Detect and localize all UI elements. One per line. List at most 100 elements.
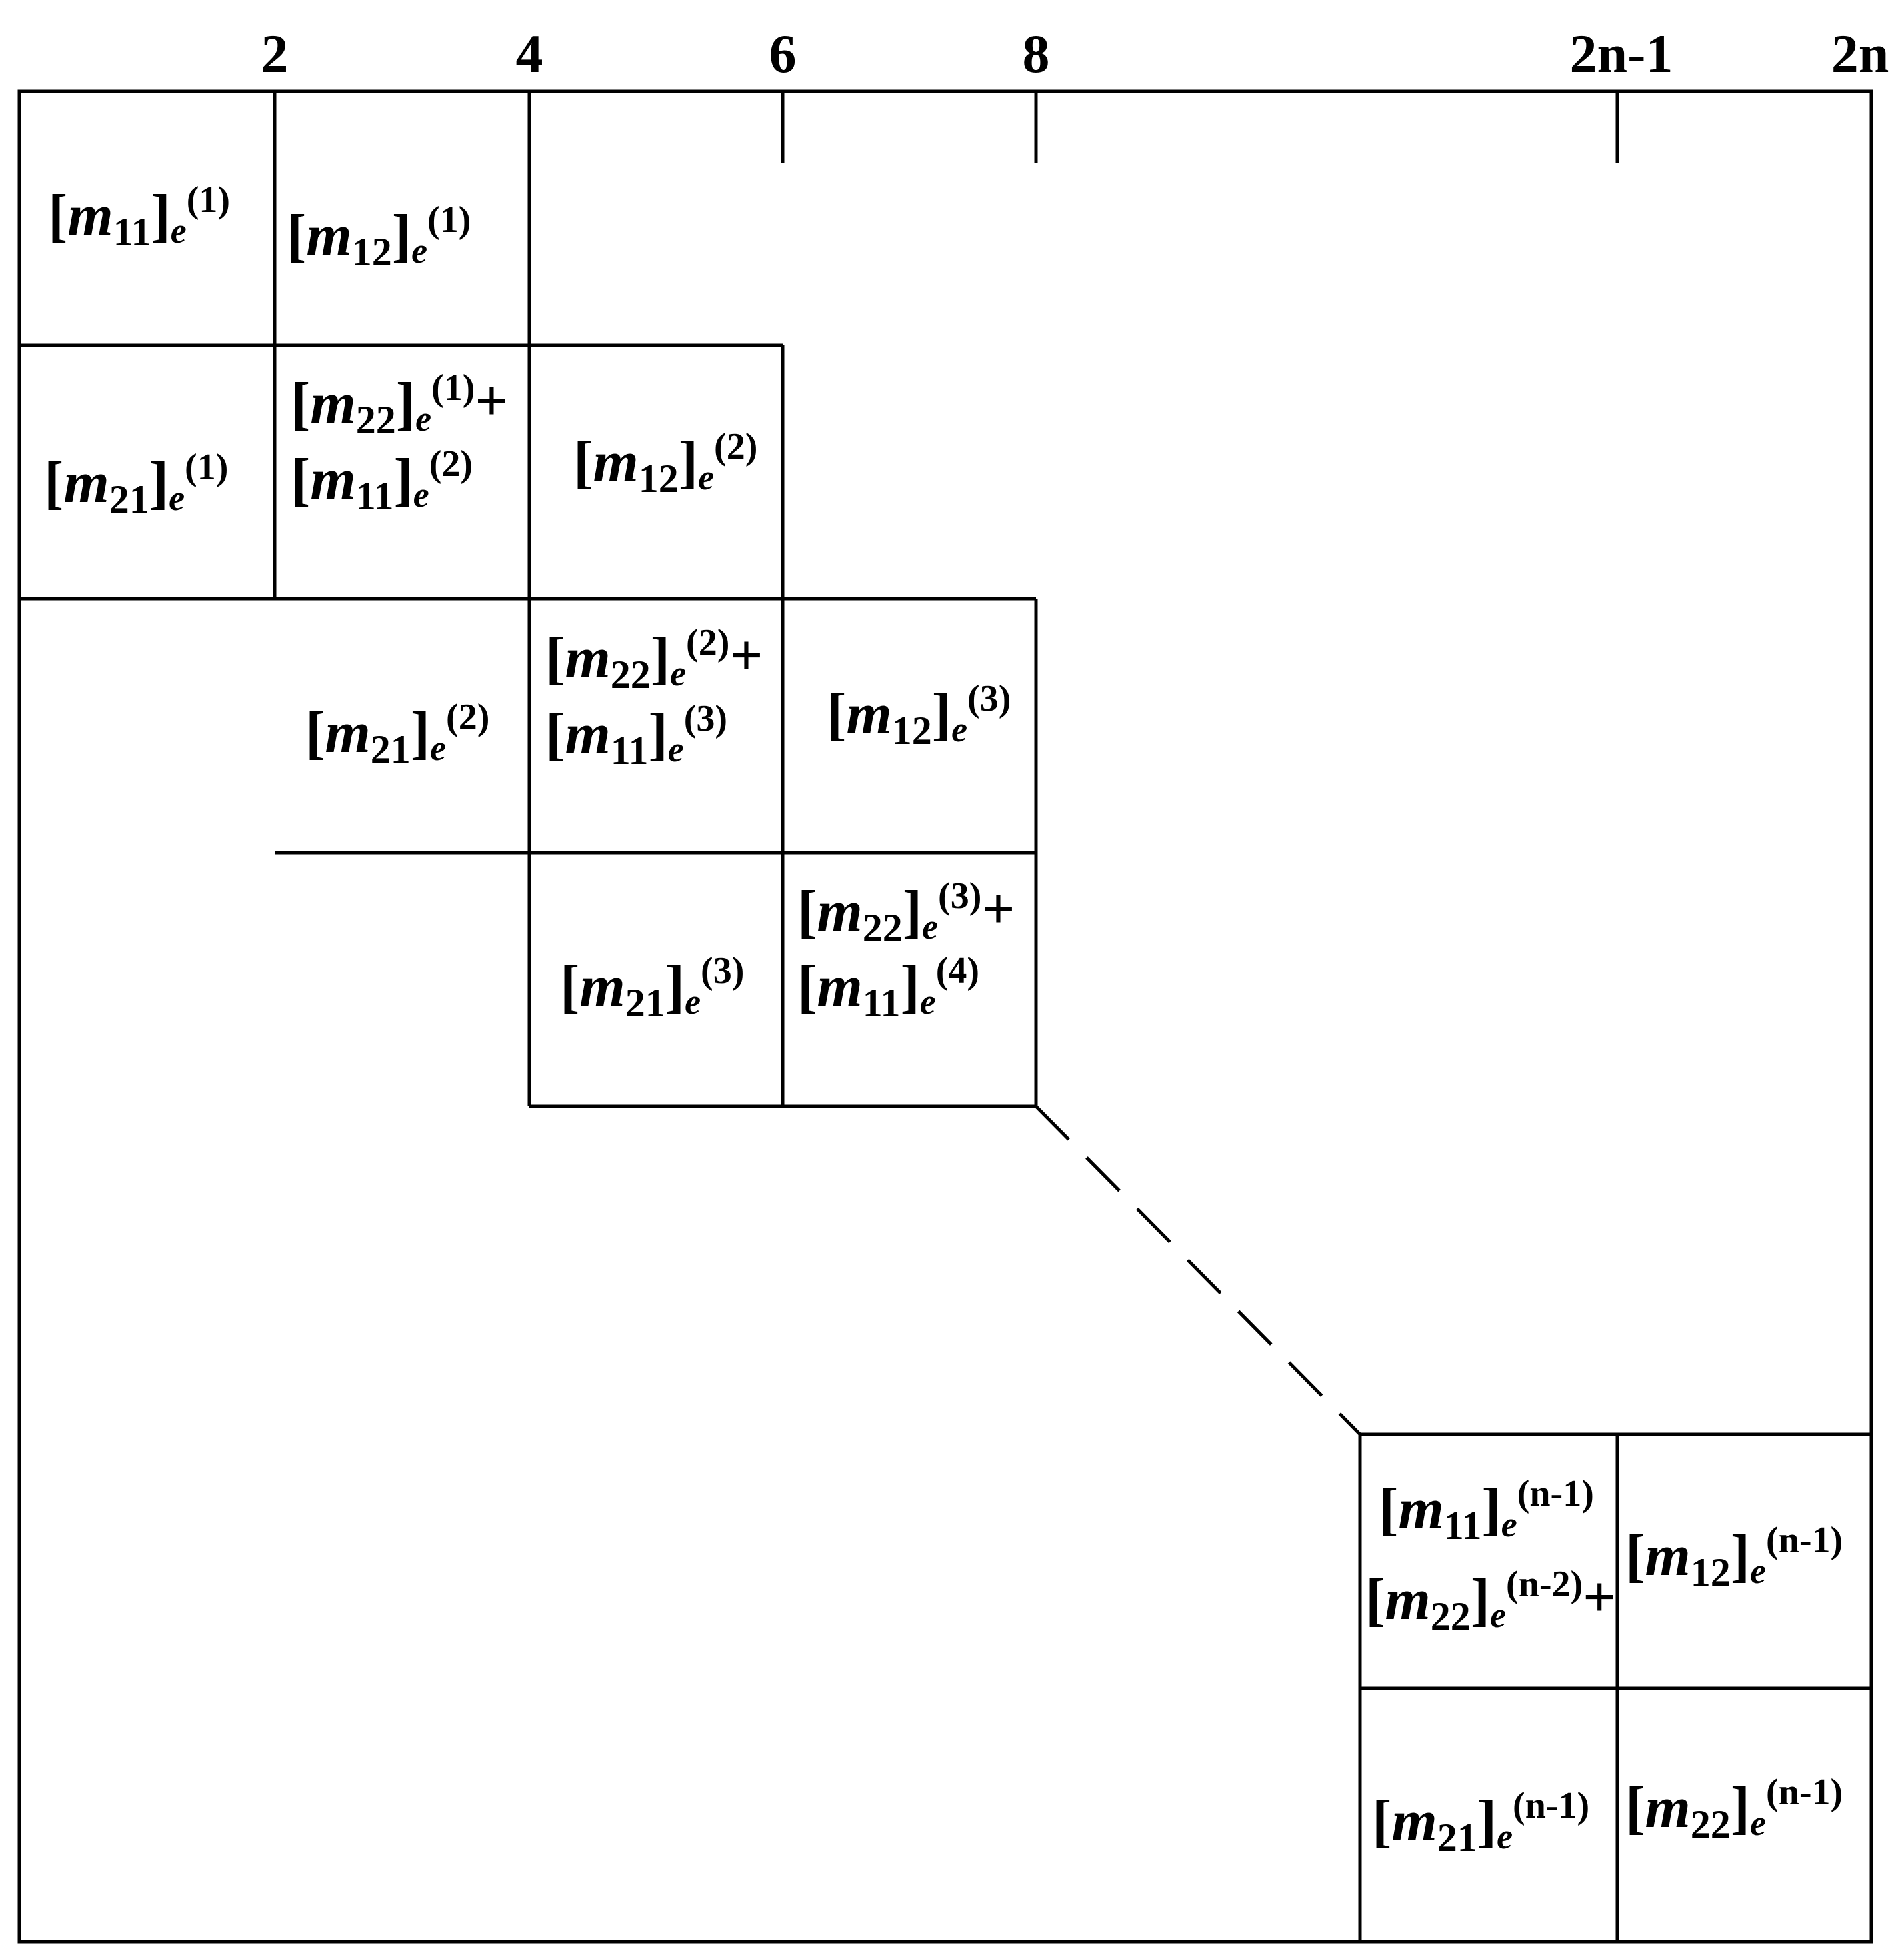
element-index-superscript: (n-1) xyxy=(1766,1772,1843,1813)
element-index-superscript: (n-1) xyxy=(1513,1785,1589,1826)
open-bracket: [ xyxy=(1625,1776,1645,1840)
open-bracket: [ xyxy=(797,954,817,1019)
entry-symbol: m xyxy=(310,371,355,436)
element-letter: e xyxy=(922,907,938,947)
close-bracket: ] xyxy=(932,682,951,747)
entry-symbol: m xyxy=(325,701,370,765)
element-letter: e xyxy=(698,457,714,497)
entry-subscript: 21 xyxy=(625,981,665,1025)
open-bracket: [ xyxy=(560,954,579,1019)
tick-label-6: 6 xyxy=(769,23,797,84)
matrix-entry-r4c3-0: [m21]e(3) xyxy=(560,950,744,1025)
close-bracket: ] xyxy=(411,701,430,765)
entry-symbol: m xyxy=(817,954,862,1019)
entry-subscript: 22 xyxy=(863,906,903,950)
entry-symbol: m xyxy=(67,183,113,248)
matrix-entry-r1c2-0: [m12]e(1) xyxy=(287,199,471,274)
matrix-entry-rN2c1-0: [m21]e(n-1) xyxy=(1372,1785,1589,1860)
element-letter: e xyxy=(1750,1551,1766,1591)
matrix-entry-r2c2-0: [m22]e(1)+ xyxy=(291,367,509,442)
element-index-superscript: (n-1) xyxy=(1517,1473,1594,1514)
element-index-superscript: (2) xyxy=(446,697,489,738)
entry-subscript: 11 xyxy=(863,981,901,1025)
close-bracket: ] xyxy=(149,451,169,515)
element-letter: e xyxy=(951,709,967,749)
element-letter: e xyxy=(169,478,185,518)
close-bracket: ] xyxy=(651,626,670,691)
element-letter: e xyxy=(670,653,686,693)
entry-symbol: m xyxy=(1391,1789,1437,1854)
plus-sign: + xyxy=(729,623,763,688)
close-bracket: ] xyxy=(903,879,922,944)
entry-subscript: 11 xyxy=(356,474,394,518)
element-letter: e xyxy=(1490,1595,1506,1635)
open-bracket: [ xyxy=(1379,1477,1398,1542)
entry-symbol: m xyxy=(63,451,109,515)
close-bracket: ] xyxy=(679,430,698,495)
close-bracket: ] xyxy=(1731,1524,1750,1588)
element-letter: e xyxy=(685,982,701,1022)
entry-symbol: m xyxy=(579,954,625,1019)
tick-label-2: 2 xyxy=(261,23,289,84)
matrix-entry-r2c2-1: [m11]e(2) xyxy=(291,443,473,518)
close-bracket: ] xyxy=(1731,1776,1750,1840)
matrix-entry-r4c4-0: [m22]e(3)+ xyxy=(797,875,1015,950)
open-bracket: [ xyxy=(545,626,565,691)
open-bracket: [ xyxy=(1365,1568,1385,1632)
close-bracket: ] xyxy=(900,954,919,1019)
entry-subscript: 11 xyxy=(611,729,649,773)
entry-symbol: m xyxy=(1385,1568,1430,1632)
element-letter: e xyxy=(1501,1504,1517,1544)
element-letter: e xyxy=(1497,1816,1513,1856)
grid-lines xyxy=(17,89,1873,1944)
element-index-superscript: (3) xyxy=(701,950,744,992)
element-letter: e xyxy=(430,728,446,768)
open-bracket: [ xyxy=(291,371,310,436)
tick-label-4: 4 xyxy=(516,23,543,84)
entry-subscript: 12 xyxy=(1691,1550,1731,1594)
element-index-superscript: (n-1) xyxy=(1766,1520,1843,1561)
entry-subscript: 22 xyxy=(356,398,396,442)
diagonal-continuation-dashes xyxy=(1035,1105,1361,1436)
matrix-entry-r1c1-0: [m11]e(1) xyxy=(48,179,230,254)
matrix-entry-rNc1-1: [m22]e(n-2)+ xyxy=(1365,1564,1616,1638)
matrix-entry-rN2c2-0: [m22]e(n-1) xyxy=(1625,1772,1843,1846)
entry-subscript: 22 xyxy=(1691,1802,1731,1846)
entry-subscript: 12 xyxy=(639,457,679,501)
matrix-frame xyxy=(17,89,1873,1944)
open-bracket: [ xyxy=(573,430,593,495)
element-letter: e xyxy=(413,475,429,515)
element-index-superscript: (2) xyxy=(714,426,757,467)
element-index-superscript: (1) xyxy=(427,199,471,241)
close-bracket: ] xyxy=(1477,1789,1497,1854)
entry-symbol: m xyxy=(1398,1477,1443,1542)
matrix-entry-r3c4-0: [m12]e(3) xyxy=(827,678,1011,753)
matrix-entry-r3c2-0: [m21]e(2) xyxy=(305,697,489,771)
matrix-entry-rNc2-0: [m12]e(n-1) xyxy=(1625,1520,1843,1594)
element-letter: e xyxy=(668,729,684,769)
entry-subscript: 22 xyxy=(611,653,651,697)
element-index-superscript: (3) xyxy=(684,698,727,739)
plus-sign: + xyxy=(1583,1565,1616,1630)
close-bracket: ] xyxy=(151,183,170,248)
entry-symbol: m xyxy=(846,682,891,747)
close-bracket: ] xyxy=(1481,1477,1501,1542)
element-index-superscript: (1) xyxy=(187,179,230,221)
entry-subscript: 21 xyxy=(371,727,411,771)
open-bracket: [ xyxy=(1372,1789,1391,1854)
matrix-entry-r2c1-0: [m21]e(1) xyxy=(44,447,228,521)
entry-subscript: 21 xyxy=(1437,1816,1477,1860)
close-bracket: ] xyxy=(665,954,685,1019)
entry-subscript: 12 xyxy=(892,709,932,753)
element-letter: e xyxy=(171,211,187,251)
entry-symbol: m xyxy=(593,430,638,495)
close-bracket: ] xyxy=(393,447,413,512)
element-letter: e xyxy=(1750,1803,1766,1843)
element-index-superscript: (4) xyxy=(936,950,979,992)
element-letter: e xyxy=(411,231,427,271)
tick-label-2n: 2n xyxy=(1831,23,1889,84)
tick-label-8: 8 xyxy=(1023,23,1050,84)
entry-symbol: m xyxy=(310,447,355,512)
